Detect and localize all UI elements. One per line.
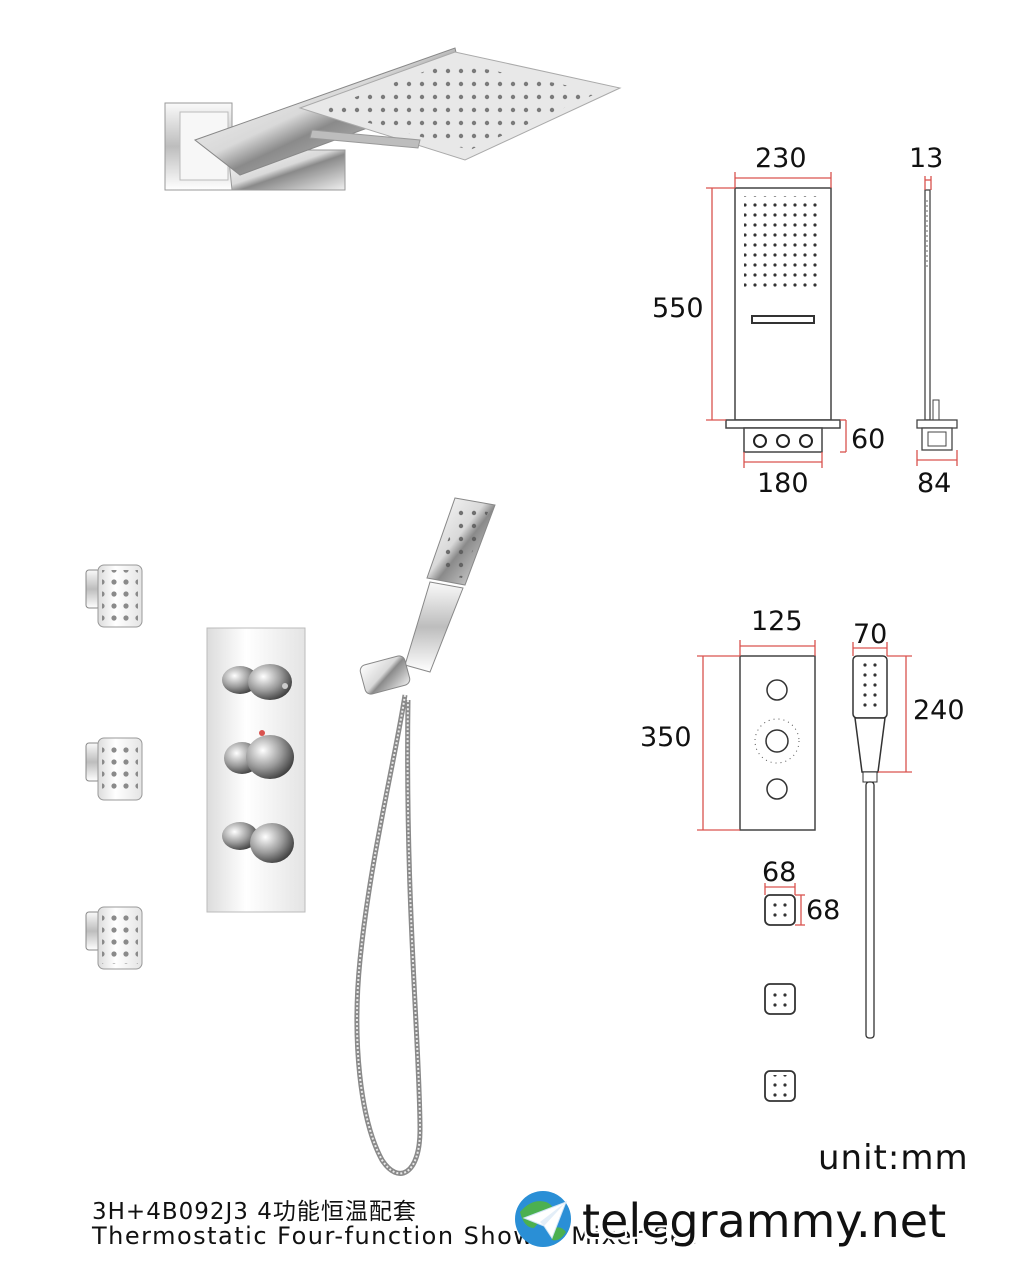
bottom-valve-knob xyxy=(222,822,294,863)
watermark: telegrammy.net xyxy=(512,1186,946,1256)
overhead-arm-height-label: 60 xyxy=(851,424,885,455)
thermostat-knob xyxy=(224,730,294,779)
overhead-length-label: 550 xyxy=(652,293,704,324)
body-jet-drawing-1 xyxy=(764,894,796,926)
overhead-front-drawing xyxy=(725,187,841,453)
valve-plate-height-label: 350 xyxy=(640,722,692,753)
valve-plate-photo xyxy=(206,627,306,913)
valve-plate-width-label: 125 xyxy=(751,606,803,637)
model-caption: 3H+4B092J3 4功能恒温配套 xyxy=(92,1199,417,1225)
body-jet-height-label: 68 xyxy=(806,895,840,926)
overhead-dimension-lines xyxy=(706,172,847,468)
hand-shower-dimension-lines xyxy=(852,642,912,773)
body-jet-dimension-lines xyxy=(764,883,805,926)
overhead-thickness-label: 13 xyxy=(909,143,943,174)
globe-paper-plane-icon xyxy=(512,1188,574,1254)
body-jet-width-label: 68 xyxy=(762,857,796,888)
hand-shower-photo xyxy=(354,497,496,1176)
body-jet-photo-1 xyxy=(85,564,143,628)
overhead-width-label: 230 xyxy=(755,143,807,174)
body-jet-photo-3 xyxy=(85,906,143,970)
overhead-shower-photo xyxy=(164,47,622,191)
overhead-depth-label: 84 xyxy=(917,468,951,499)
unit-label: unit:mm xyxy=(818,1138,969,1178)
watermark-text: telegrammy.net xyxy=(582,1194,947,1248)
overhead-side-drawing xyxy=(916,189,958,451)
body-jet-photo-2 xyxy=(85,737,143,801)
top-valve-knob xyxy=(222,664,292,700)
english-caption: Thermostatic Four-function Shower Mixer … xyxy=(92,1222,698,1250)
hand-shower-length-label: 240 xyxy=(913,695,965,726)
body-jet-drawing-3 xyxy=(764,1070,796,1102)
overhead-side-dimension-lines xyxy=(916,176,958,466)
overhead-arm-width-label: 180 xyxy=(757,468,809,499)
valve-plate-dimension-lines xyxy=(697,640,816,831)
hand-shower-drawing xyxy=(852,655,888,1039)
body-jet-drawing-2 xyxy=(764,983,796,1015)
valve-plate-drawing xyxy=(739,655,816,831)
hand-shower-width-label: 70 xyxy=(853,619,887,650)
